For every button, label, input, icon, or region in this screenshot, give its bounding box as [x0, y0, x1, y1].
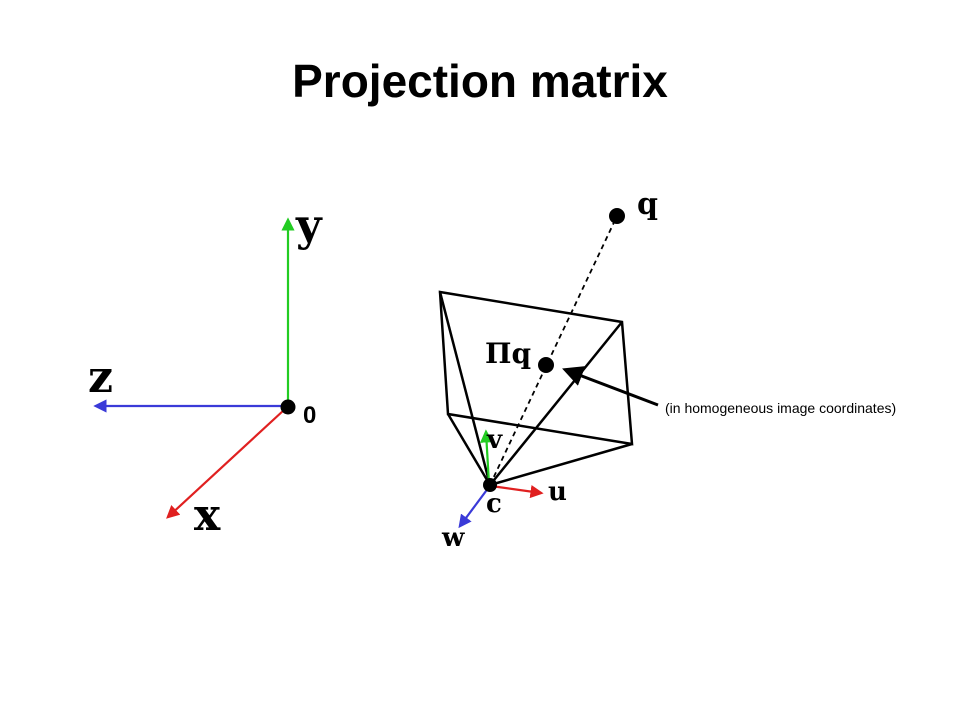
u-axis-label: u	[548, 477, 567, 507]
x-axis-arrow	[166, 409, 285, 519]
annotation-pointer-arrow	[562, 366, 659, 407]
slide-title: Projection matrix	[292, 55, 668, 107]
image-plane	[438, 290, 634, 446]
projected-point-label: Πq	[485, 337, 531, 370]
camera-center-label: c	[486, 489, 502, 519]
y-axis-label: y	[295, 200, 323, 251]
v-axis-arrow	[480, 429, 494, 485]
world-point-q	[609, 208, 625, 224]
projection-ray	[489, 215, 618, 486]
point-q-label: q	[637, 187, 658, 222]
world-origin-point	[280, 399, 296, 415]
frustum-edge-1	[438, 291, 492, 486]
x-axis-label: x	[194, 490, 221, 541]
w-axis-label: w	[441, 523, 465, 553]
frustum-edge-4	[446, 413, 492, 486]
annotation-text: (in homogeneous image coordinates)	[665, 400, 896, 416]
camera-center-point	[483, 478, 497, 492]
z-axis-label: z	[88, 352, 113, 403]
origin-label: 0	[303, 402, 316, 429]
w-axis-arrow	[458, 486, 490, 529]
frustum-edge-2	[489, 321, 623, 486]
v-axis-label: v	[486, 425, 503, 455]
projected-point	[538, 357, 554, 373]
u-axis-arrow	[490, 484, 544, 499]
frustum-edge-3	[489, 442, 633, 487]
